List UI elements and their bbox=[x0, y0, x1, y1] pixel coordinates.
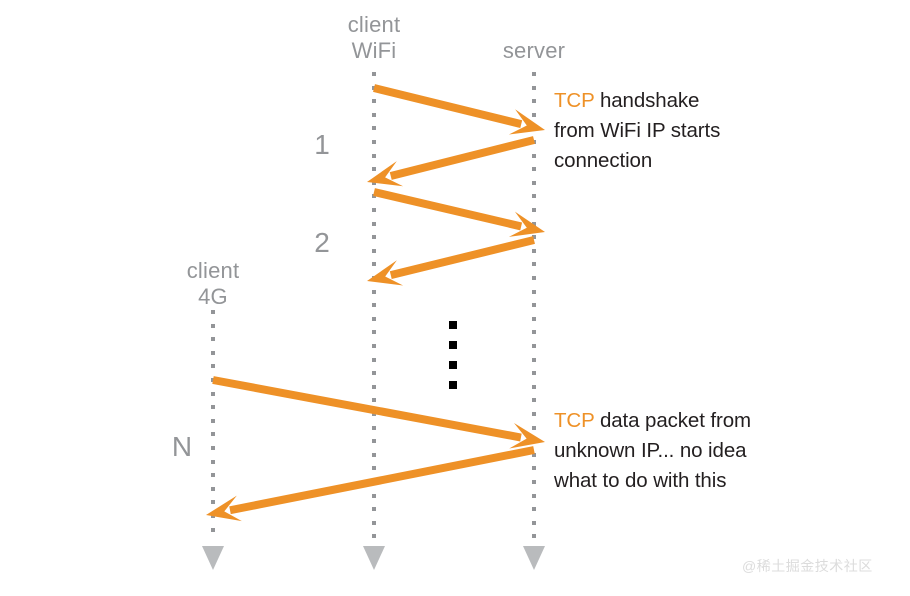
message-msg-4 bbox=[367, 236, 535, 286]
message-msg-5 bbox=[212, 376, 545, 449]
end-marker-end-client-wifi bbox=[363, 546, 385, 570]
lifeline-end-marker-group bbox=[202, 546, 545, 570]
vertical-ellipsis bbox=[449, 321, 457, 389]
note-handshake: TCP handshake from WiFi IP starts connec… bbox=[554, 89, 721, 172]
message-msg-3 bbox=[373, 188, 545, 237]
step-label-2: 2 bbox=[314, 227, 330, 258]
lifeline-client-wifi bbox=[372, 72, 376, 538]
lane-label-client-wifi: client WiFi bbox=[347, 12, 401, 63]
lane-label-server: server bbox=[502, 38, 566, 63]
end-marker-end-client-4g bbox=[202, 546, 224, 570]
end-marker-end-server bbox=[523, 546, 545, 570]
step-label-n: N bbox=[171, 431, 193, 462]
lifeline-server bbox=[532, 72, 536, 538]
lifeline-client-4g bbox=[211, 310, 215, 532]
message-arrow-group bbox=[206, 84, 545, 522]
watermark: @稀土掘金技术社区 bbox=[742, 558, 873, 574]
message-msg-1 bbox=[373, 84, 545, 135]
lane-label-client-4g: client 4G bbox=[186, 258, 240, 309]
note-accent-word: TCP bbox=[554, 89, 595, 112]
note-accent-word: TCP bbox=[554, 409, 595, 432]
note-data-packet: TCP data packet from unknown IP... no id… bbox=[554, 409, 752, 492]
step-label-1: 1 bbox=[314, 129, 330, 160]
message-msg-2 bbox=[367, 136, 535, 187]
message-msg-6 bbox=[206, 446, 535, 522]
